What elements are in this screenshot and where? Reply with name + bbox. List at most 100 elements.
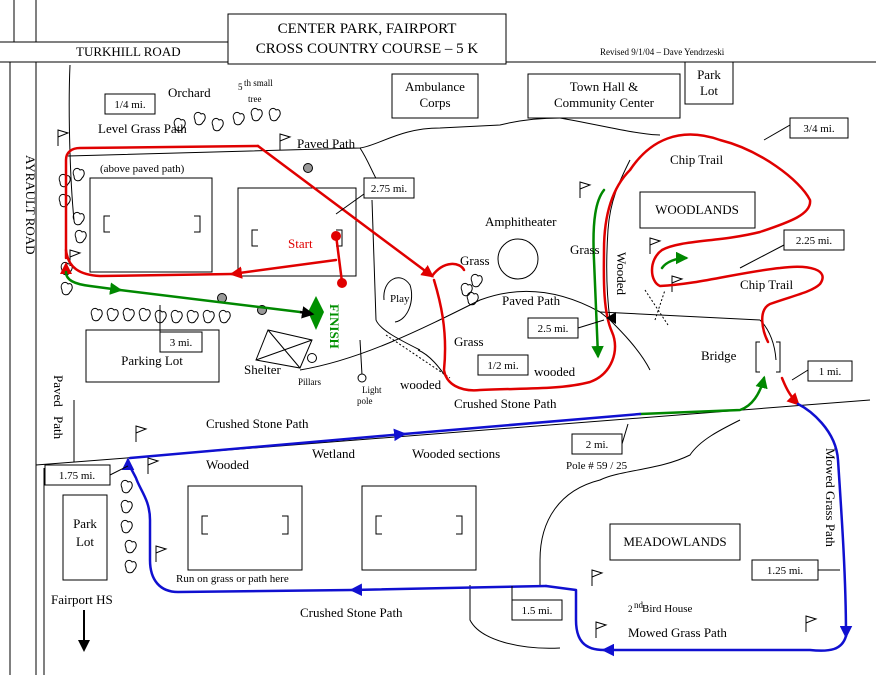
svg-text:Grass: Grass [570, 242, 600, 257]
svg-text:2.25 mi.: 2.25 mi. [796, 235, 833, 247]
finish-chute [299, 306, 616, 324]
marker-two-mile: 2 mi. [571, 423, 629, 455]
svg-text:Paved: Paved [51, 375, 66, 407]
svg-text:2.75 mi.: 2.75 mi. [371, 183, 408, 195]
mile-markers: 1/4 mi. 1/2 mi. 3/4 mi. 1 mi. 1.25 mi. 1… [44, 93, 853, 621]
park-lot-top: Park Lot [684, 61, 734, 105]
woodlands: WOODLANDS [639, 191, 756, 229]
pole-markers [217, 163, 367, 383]
svg-text:2 mi.: 2 mi. [586, 439, 609, 451]
svg-text:Run on grass or path here: Run on grass or path here [176, 573, 289, 585]
shelter-icon [255, 329, 313, 369]
flag-icons [57, 129, 818, 638]
orchard-label: Orchard [168, 85, 211, 100]
svg-text:1.5 mi.: 1.5 mi. [522, 605, 553, 617]
ayrault-road-label: AYRAULT ROAD [23, 155, 38, 255]
title-line-1: CENTER PARK, FAIRPORT [278, 21, 457, 37]
revised-note: Revised 9/1/04 – Dave Yendrzeski [600, 47, 725, 57]
svg-text:Community Center: Community Center [554, 95, 655, 110]
feature-labels: Orchard 5 th small tree Level Grass Path… [51, 78, 838, 652]
svg-text:Play: Play [390, 293, 410, 305]
svg-text:2.5 mi.: 2.5 mi. [538, 323, 569, 335]
tree-icons [58, 107, 483, 574]
title-block: CENTER PARK, FAIRPORT CROSS COUNTRY COUR… [227, 13, 507, 65]
course-connector-green [64, 188, 768, 416]
svg-text:tree: tree [248, 94, 262, 104]
svg-text:Paved Path: Paved Path [297, 136, 356, 151]
svg-text:Pillars: Pillars [298, 377, 321, 387]
svg-text:Corps: Corps [419, 95, 450, 110]
park-lot-left: Park Lot [62, 494, 108, 581]
svg-text:Crushed Stone Path: Crushed Stone Path [206, 416, 309, 431]
svg-text:1 mi.: 1 mi. [819, 366, 842, 378]
svg-text:Grass: Grass [454, 334, 484, 349]
marker-one-mile: 1 mi. [791, 360, 853, 382]
marker-one-three-quarter-mile: 1.75 mi. [44, 464, 129, 486]
svg-text:Crushed Stone Path: Crushed Stone Path [300, 605, 403, 620]
marker-two-half-mile: 2.5 mi. [527, 317, 605, 339]
marker-half-mile: 1/2 mi. [477, 354, 529, 376]
svg-text:Lot: Lot [76, 534, 94, 549]
svg-text:Chip Trail: Chip Trail [670, 152, 723, 167]
fairport-hs-label: Fairport HS [51, 592, 113, 607]
svg-text:Paved Path: Paved Path [502, 293, 561, 308]
svg-text:1/2 mi.: 1/2 mi. [487, 360, 518, 372]
svg-text:Path: Path [51, 416, 66, 440]
marker-quarter-mile: 1/4 mi. [104, 93, 156, 115]
marker-three-mile: 3 mi. [159, 331, 203, 353]
svg-text:Wooded sections: Wooded sections [412, 446, 500, 461]
finish-label: FINISH [327, 304, 342, 349]
svg-text:MEADOWLANDS: MEADOWLANDS [623, 534, 726, 549]
svg-text:wooded: wooded [400, 377, 442, 392]
soccer-fields [89, 177, 477, 571]
svg-text:Mowed Grass Path: Mowed Grass Path [823, 448, 838, 547]
walking-paths [67, 117, 777, 649]
start-label: Start [288, 236, 313, 251]
shelter-label: Shelter [244, 362, 281, 377]
arrow-down-icon [78, 610, 90, 652]
svg-text:3/4 mi.: 3/4 mi. [803, 123, 834, 135]
marker-one-half-mile: 1.5 mi. [511, 586, 563, 621]
title-line-2: CROSS COUNTRY COURSE – 5 K [256, 41, 479, 57]
svg-text:1/4 mi.: 1/4 mi. [114, 99, 145, 111]
svg-text:Pole # 59 / 25: Pole # 59 / 25 [566, 460, 628, 472]
svg-text:WOODLANDS: WOODLANDS [655, 202, 739, 217]
svg-text:(above paved path): (above paved path) [100, 163, 185, 175]
svg-text:Town Hall &: Town Hall & [570, 79, 638, 94]
bridge-label: Bridge [701, 348, 737, 363]
ambulance-corps: Ambulance Corps [391, 73, 479, 119]
town-hall: Town Hall & Community Center [527, 73, 681, 119]
svg-text:Wetland: Wetland [312, 446, 355, 461]
svg-text:Parking Lot: Parking Lot [121, 353, 183, 368]
turkhill-road-label: TURKHILL ROAD [76, 44, 181, 59]
svg-text:Park: Park [73, 516, 97, 531]
svg-text:Chip Trail: Chip Trail [740, 277, 793, 292]
svg-text:Light: Light [362, 385, 382, 395]
svg-text:Wooded: Wooded [614, 252, 629, 295]
svg-text:Bird House: Bird House [642, 603, 693, 615]
svg-text:Grass: Grass [460, 253, 490, 268]
svg-text:Crushed Stone Path: Crushed Stone Path [454, 396, 557, 411]
bridge-icon [755, 341, 781, 373]
svg-text:1.25 mi.: 1.25 mi. [767, 565, 804, 577]
svg-text:2: 2 [628, 604, 633, 614]
svg-text:th small: th small [244, 78, 273, 88]
svg-text:3 mi.: 3 mi. [170, 337, 193, 349]
svg-text:5: 5 [238, 82, 243, 92]
marker-two-quarter-mile: 2.25 mi. [739, 229, 845, 269]
svg-text:Wooded: Wooded [206, 457, 249, 472]
svg-text:Mowed Grass Path: Mowed Grass Path [628, 625, 727, 640]
marker-one-quarter-mile: 1.25 mi. [751, 559, 840, 581]
marker-two-three-quarter-mile: 2.75 mi. [335, 177, 415, 215]
svg-text:Ambulance: Ambulance [405, 79, 465, 94]
svg-text:pole: pole [357, 396, 373, 406]
svg-text:Park: Park [697, 67, 721, 82]
svg-text:wooded: wooded [534, 364, 576, 379]
amphitheater-label: Amphitheater [485, 214, 557, 229]
level-grass-path-label: Level Grass Path [98, 121, 187, 136]
svg-text:nd: nd [634, 600, 644, 610]
marker-three-quarter-mile: 3/4 mi. [763, 117, 849, 141]
svg-text:Lot: Lot [700, 83, 718, 98]
course-loop-blue [121, 402, 853, 657]
